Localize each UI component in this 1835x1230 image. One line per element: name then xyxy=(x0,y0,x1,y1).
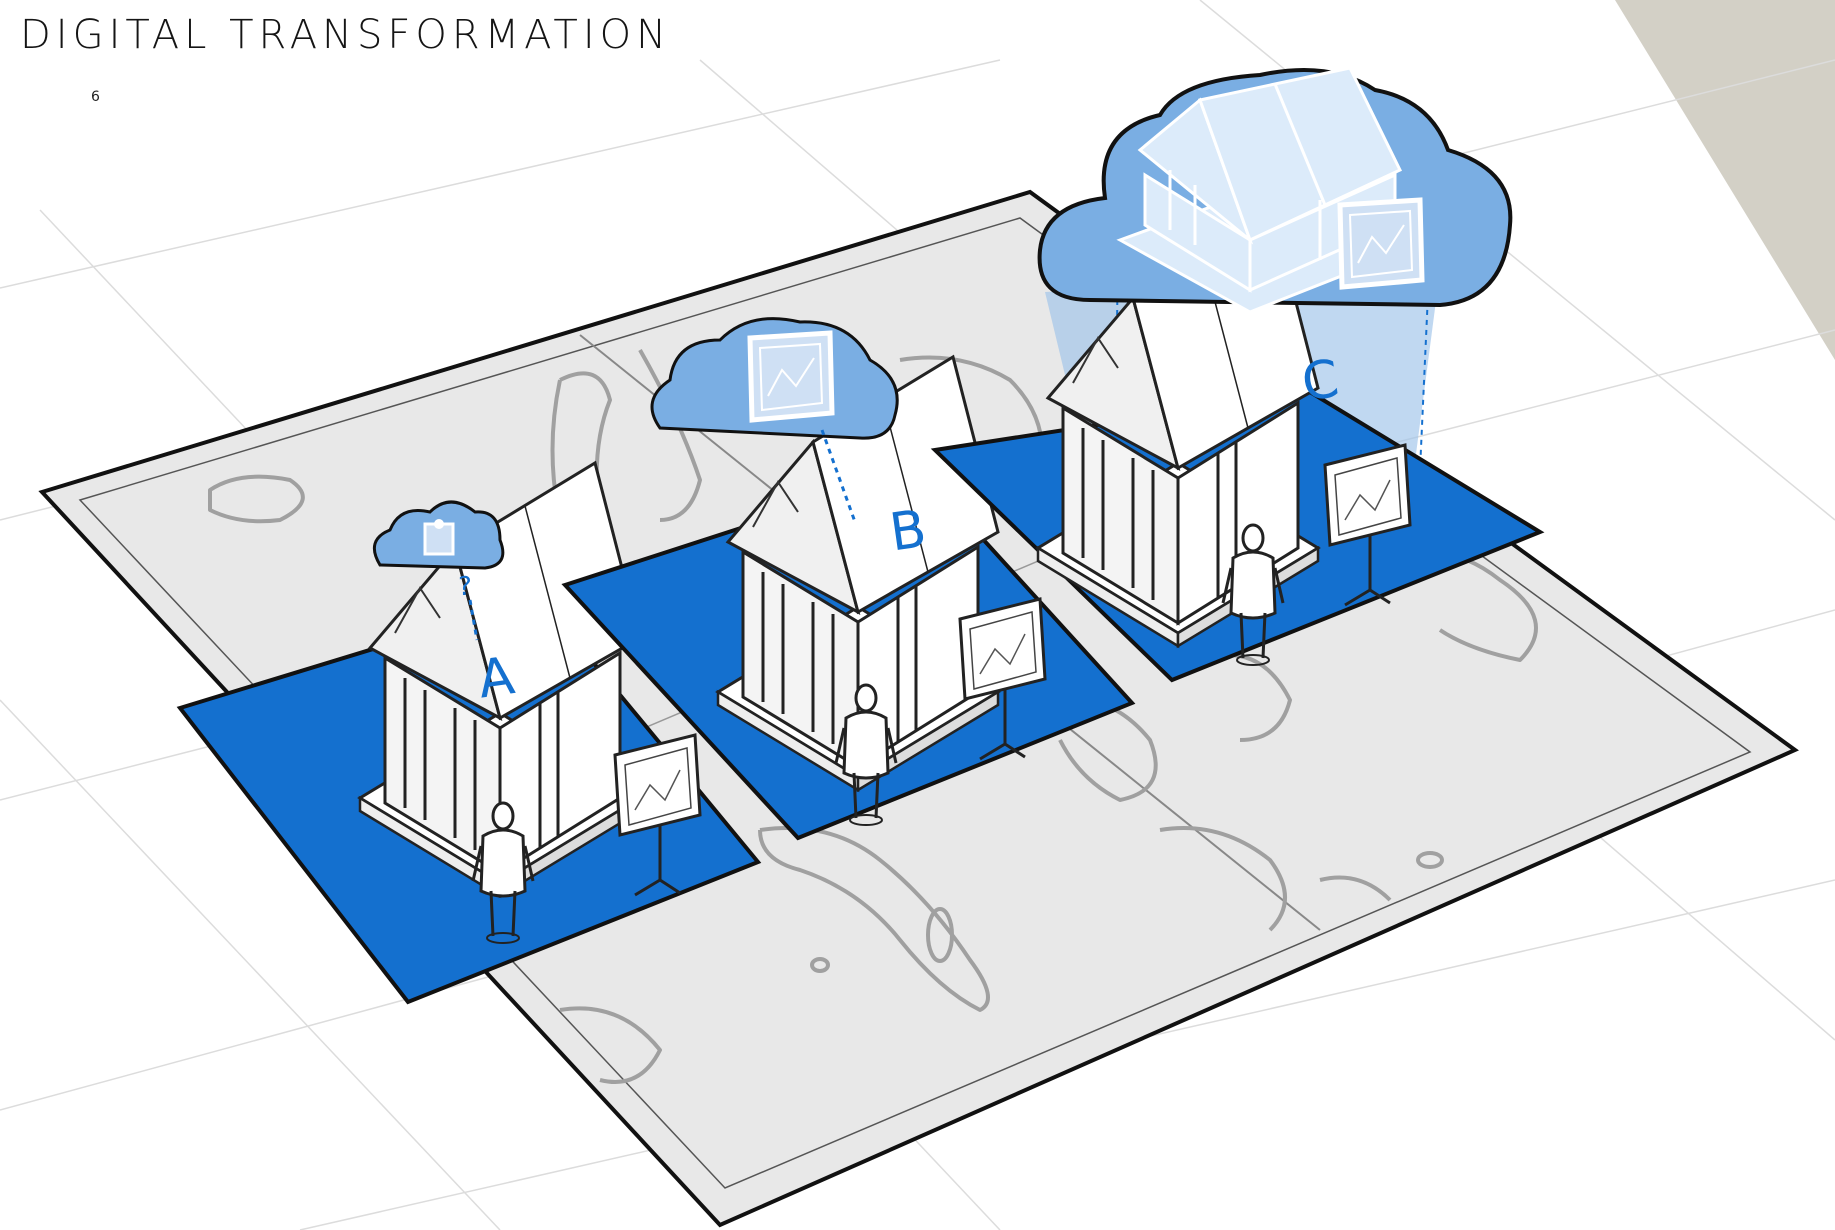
page-number: 6 xyxy=(91,89,100,105)
label-a: A xyxy=(474,646,518,710)
label-c: C xyxy=(1298,349,1342,413)
connection-line xyxy=(820,429,857,523)
artwork-icon xyxy=(750,333,832,420)
puzzle-piece-icon xyxy=(423,519,455,556)
background-wall xyxy=(1615,0,1835,360)
institution-c: C xyxy=(930,66,1545,683)
question-mark: ? xyxy=(458,572,472,602)
institution-a: A ? xyxy=(176,461,762,1005)
label-b: B xyxy=(886,499,930,563)
institution-b: B xyxy=(561,317,1136,841)
artwork-icon xyxy=(1340,200,1422,287)
page-title: DIGITAL TRANSFORMATION xyxy=(20,12,672,58)
connection-line xyxy=(468,599,479,641)
